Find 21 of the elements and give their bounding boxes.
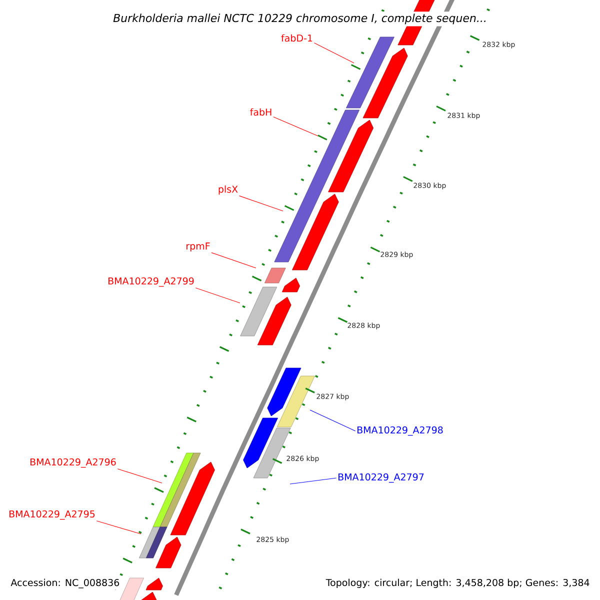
gene-label: rpmF	[186, 242, 210, 252]
gene-label: BMA10229_A2799	[108, 277, 194, 287]
gene-label: plsX	[218, 185, 238, 195]
leader-line	[314, 42, 354, 64]
gene-label: BMA10229_A2796	[30, 458, 116, 468]
leader-line	[238, 196, 284, 212]
gene-label: BMA10229_A2795	[10, 510, 95, 520]
leader-line	[195, 288, 240, 304]
leader-line	[290, 478, 337, 484]
leader-line	[310, 410, 356, 432]
accession-text: Accession: NC_008836	[9, 577, 122, 590]
gene-label: fabD-1	[281, 34, 312, 42]
leader-line	[211, 252, 256, 268]
leader-line	[117, 468, 162, 484]
leader-line	[273, 116, 318, 136]
title: Burkholderia mallei NCTC 10229 chromosome I, complete sequen...	[111, 12, 489, 26]
leader-line	[96, 520, 142, 534]
gene-label: BMA10229_A2798	[358, 426, 443, 436]
gene-label: fabH	[250, 108, 272, 116]
gene-label: BMA10229_A2797	[338, 473, 424, 483]
summary-text: Topology: circular; Length: 3,458,208 bp; Genes: 3,384	[326, 578, 590, 588]
